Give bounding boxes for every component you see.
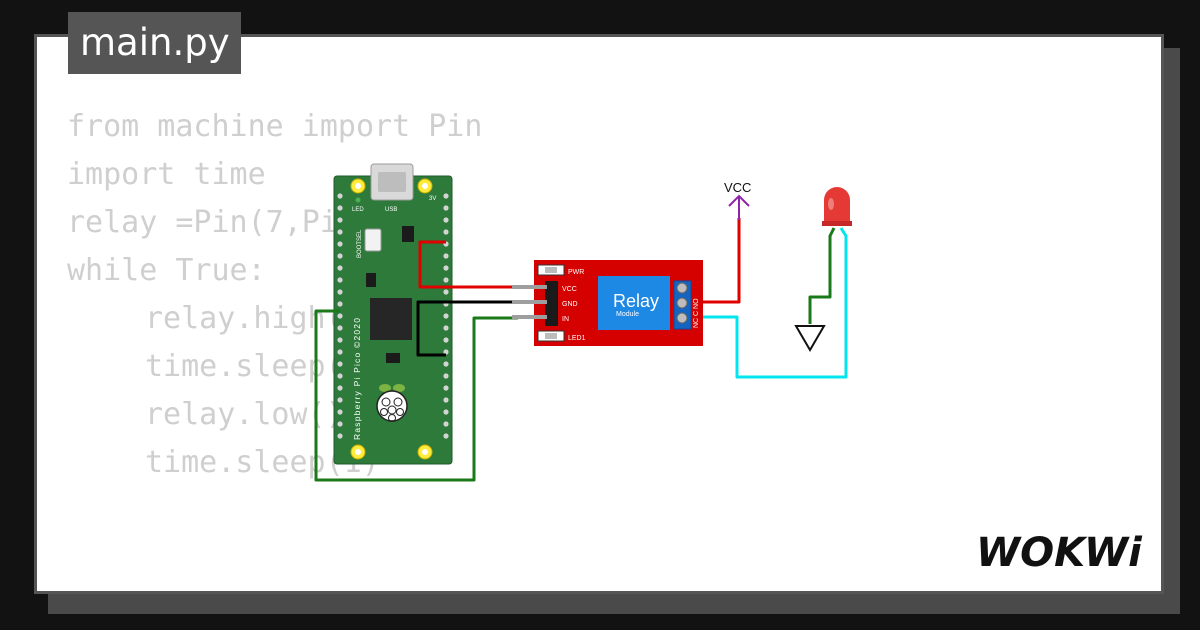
relay-pin-gnd: GND bbox=[562, 301, 578, 308]
wire-relay-vcc bbox=[686, 218, 741, 304]
wire-led-anode bbox=[686, 227, 848, 379]
relay-pin-in: IN bbox=[562, 316, 569, 323]
bootsel-label: BOOTSEL bbox=[357, 229, 363, 258]
wokwi-logo: WOKWi bbox=[976, 530, 1143, 576]
relay-pin-vcc: VCC bbox=[562, 286, 577, 293]
vcc-symbol[interactable]: VCC bbox=[724, 180, 751, 220]
wire-signal bbox=[314, 309, 518, 482]
code-line: relay.high() bbox=[145, 301, 362, 336]
relay-title: Relay bbox=[613, 291, 659, 311]
file-tab[interactable]: main.py bbox=[68, 12, 241, 74]
relay-subtitle: Module bbox=[616, 311, 639, 318]
wires bbox=[314, 218, 848, 482]
vcc-label: VCC bbox=[724, 180, 751, 195]
code-line: relay.low() bbox=[145, 397, 344, 432]
ground-symbol[interactable] bbox=[794, 325, 826, 352]
raspberry-logo-icon bbox=[376, 384, 408, 422]
code-line: import time bbox=[67, 157, 266, 192]
wire-led-gnd bbox=[808, 227, 836, 324]
terminal-labels: NC C NO bbox=[693, 298, 700, 328]
pwr-label: PWR bbox=[568, 269, 584, 276]
code-line: while True: bbox=[67, 253, 266, 288]
led1-label: LED1 bbox=[568, 335, 586, 342]
usb-label: USB bbox=[385, 207, 397, 213]
led[interactable] bbox=[822, 187, 852, 226]
vbus-label: 3V bbox=[429, 196, 436, 202]
brand-name: WOKWi bbox=[976, 530, 1143, 576]
board-name: Raspberry Pi Pico ©2020 bbox=[352, 317, 362, 440]
pico-board[interactable]: LED USB 3V BOOTSEL Raspberry Pi Pico ©20… bbox=[333, 163, 453, 465]
led-label: LED bbox=[352, 207, 364, 213]
wire-gnd bbox=[416, 300, 518, 357]
relay-module[interactable]: VCC GND IN PWR LED1 Relay Module NC C NO bbox=[512, 260, 703, 346]
wire-vcc bbox=[418, 240, 518, 289]
code-line: from machine import Pin bbox=[67, 109, 483, 144]
